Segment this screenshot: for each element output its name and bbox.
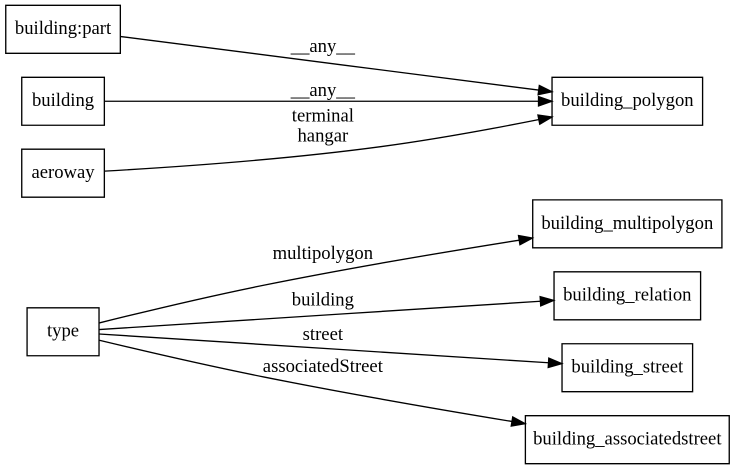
svg-text:terminal: terminal — [292, 106, 354, 127]
svg-text:__any__: __any__ — [290, 36, 356, 57]
svg-text:aeroway: aeroway — [31, 162, 95, 183]
svg-text:street: street — [303, 324, 344, 345]
svg-text:building_polygon: building_polygon — [561, 90, 694, 111]
svg-text:multipolygon: multipolygon — [273, 243, 374, 264]
svg-text:hangar: hangar — [298, 125, 350, 146]
svg-text:building: building — [32, 90, 94, 111]
svg-text:building_relation: building_relation — [563, 285, 692, 306]
svg-text:building:part: building:part — [15, 18, 112, 39]
svg-text:building_associatedstreet: building_associatedstreet — [533, 429, 722, 450]
svg-text:type: type — [47, 321, 79, 342]
svg-text:associatedStreet: associatedStreet — [263, 356, 384, 377]
svg-text:building: building — [292, 289, 354, 310]
svg-text:__any__: __any__ — [290, 80, 356, 101]
svg-text:building_multipolygon: building_multipolygon — [541, 213, 714, 234]
svg-text:building_street: building_street — [571, 357, 684, 378]
